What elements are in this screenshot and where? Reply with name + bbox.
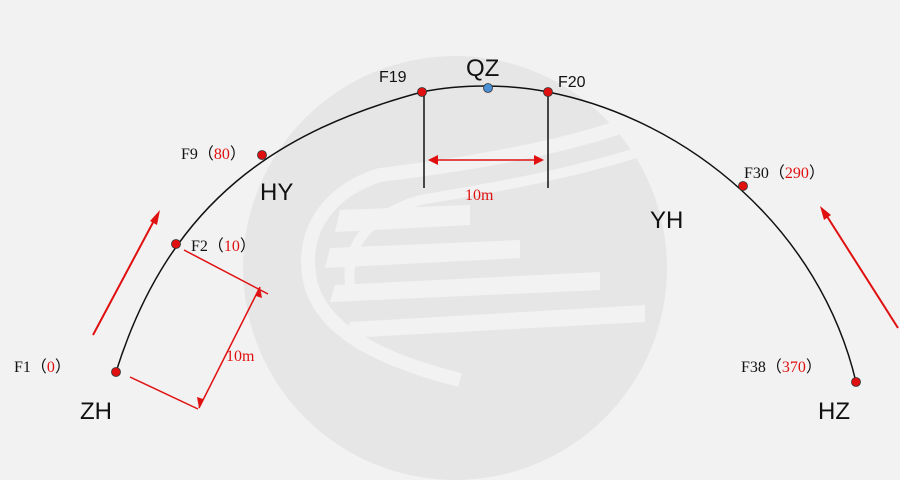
point-f9-marker xyxy=(257,150,267,160)
key-point-yh: YH xyxy=(650,207,683,234)
top-dimension-label: 10m xyxy=(465,187,494,204)
direction-arrow-left xyxy=(92,210,160,336)
point-f19-marker xyxy=(417,87,427,97)
point-f20-label: F20 xyxy=(558,74,586,91)
point-qz-marker xyxy=(483,83,493,93)
point-f9-label: F9（80） xyxy=(181,145,246,163)
point-f30-marker xyxy=(738,181,748,191)
point-f1-marker xyxy=(111,367,121,377)
chord-dimension xyxy=(129,249,269,410)
point-f38-label: F38（370） xyxy=(741,358,822,376)
key-point-qz: QZ xyxy=(466,55,499,82)
watermark-logo xyxy=(243,56,667,480)
direction-arrow-right xyxy=(820,206,899,329)
top-dimension xyxy=(423,92,549,188)
point-f2-marker xyxy=(171,239,181,249)
point-f30-label: F30（290） xyxy=(744,164,825,182)
point-f1-label: F1（0） xyxy=(14,358,71,376)
key-point-hz: HZ xyxy=(818,398,850,425)
key-point-zh: ZH xyxy=(80,398,112,425)
point-f20-marker xyxy=(543,87,553,97)
chord-dimension-label: 10m xyxy=(226,348,255,365)
point-f2-label: F2（10） xyxy=(191,237,256,255)
key-point-hy: HY xyxy=(260,179,293,206)
point-f19-label: F19 xyxy=(379,69,407,86)
point-f38-marker xyxy=(851,377,861,387)
